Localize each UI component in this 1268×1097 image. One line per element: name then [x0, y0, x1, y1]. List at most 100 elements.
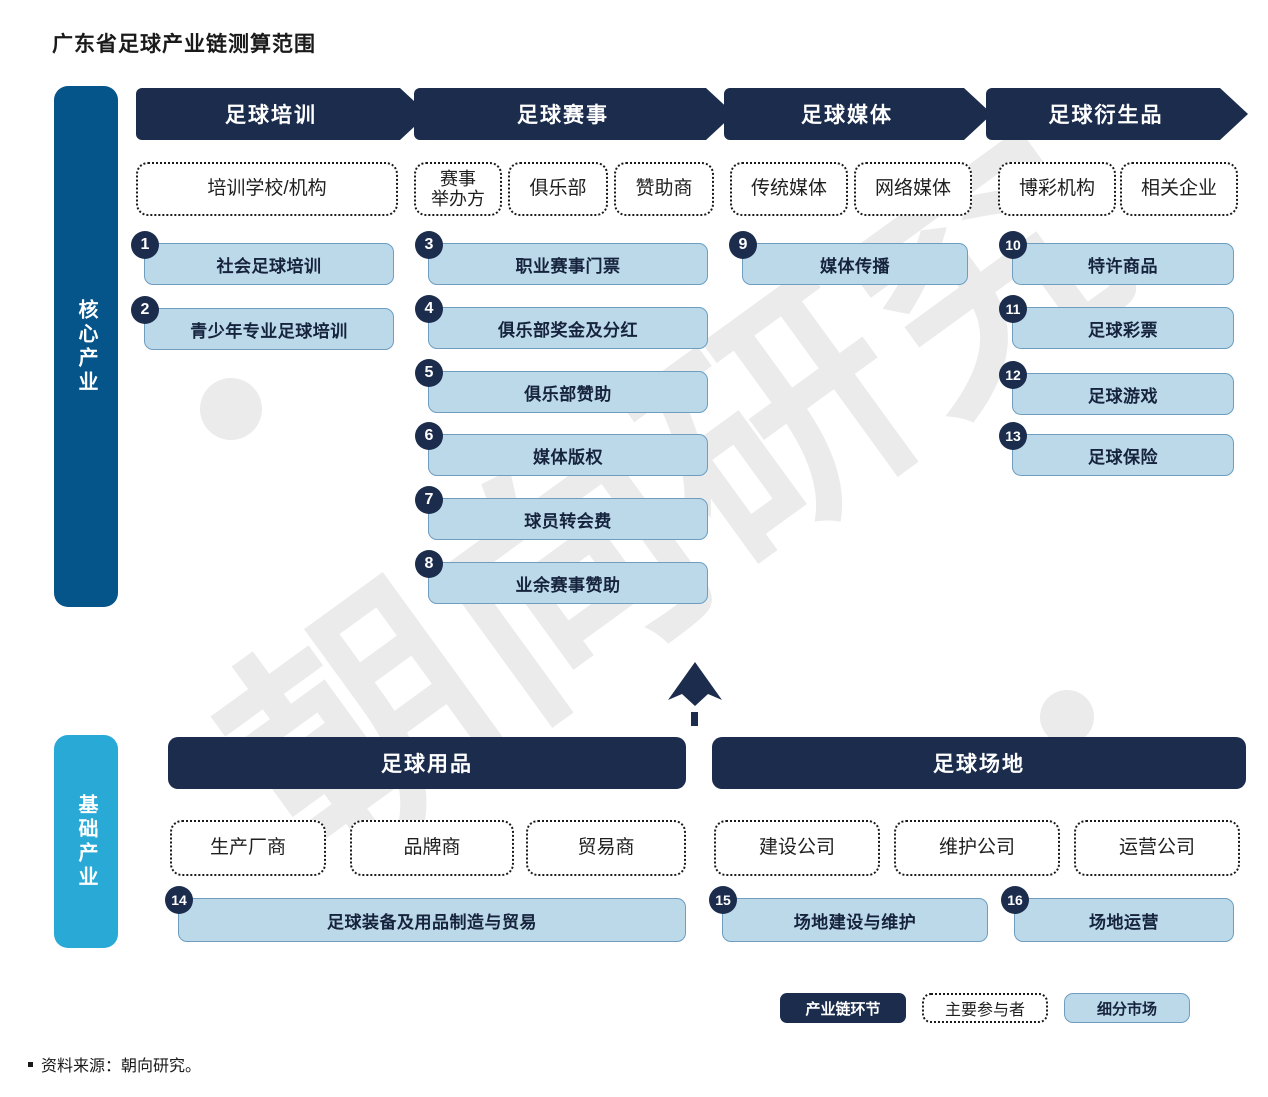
participant-training-schools[interactable]: 培训学校/机构 [136, 162, 398, 216]
submarket-label: 足球游戏 [1088, 386, 1158, 406]
rail-core-industry-label: 核心产业 [75, 298, 97, 395]
participant-label: 相关企业 [1140, 178, 1217, 200]
chain-header-label: 足球赛事 [517, 104, 609, 127]
legend-label: 产业链环节 [805, 1000, 881, 1018]
submarket-number: 12 [999, 361, 1027, 389]
participant-label-line2: 举办方 [431, 189, 485, 209]
rail-core-industry: 核心产业 [54, 86, 118, 607]
submarket-12[interactable]: 12 足球游戏 [999, 361, 1234, 415]
chain-header-label: 足球培训 [225, 104, 317, 127]
submarket-10[interactable]: 10 特许商品 [999, 231, 1234, 285]
participant-trader[interactable]: 贸易商 [526, 820, 686, 876]
participant-label: 传统媒体 [750, 178, 827, 200]
chain-header-football-media[interactable]: 足球媒体 [724, 88, 992, 140]
chain-header-label: 足球用品 [381, 753, 473, 776]
submarket-number: 16 [1001, 886, 1029, 914]
submarket-1[interactable]: 1 社会足球培训 [131, 231, 394, 285]
submarket-6[interactable]: 6 媒体版权 [415, 422, 708, 476]
submarket-2[interactable]: 2 青少年专业足球培训 [131, 296, 394, 350]
submarket-9[interactable]: 9 媒体传播 [729, 231, 968, 285]
submarket-number: 7 [415, 486, 443, 514]
participant-label: 品牌商 [403, 837, 461, 859]
participant-label: 赞助商 [635, 178, 693, 200]
chain-header-label: 足球衍生品 [1048, 104, 1164, 127]
watermark-dot [200, 378, 262, 440]
submarket-number: 3 [415, 231, 443, 259]
participant-label: 俱乐部 [529, 178, 587, 200]
submarket-3[interactable]: 3 职业赛事门票 [415, 231, 708, 285]
submarket-7[interactable]: 7 球员转会费 [415, 486, 708, 540]
submarket-label: 足球保险 [1088, 447, 1158, 467]
submarket-5[interactable]: 5 俱乐部赞助 [415, 359, 708, 413]
legend-item-main-participant[interactable]: 主要参与者 [922, 993, 1048, 1023]
submarket-number: 14 [165, 886, 193, 914]
submarket-number: 4 [415, 295, 443, 323]
legend: 产业链环节 主要参与者 细分市场 [780, 993, 1190, 1023]
submarket-number: 5 [415, 359, 443, 387]
legend-item-submarket[interactable]: 细分市场 [1064, 993, 1190, 1023]
upward-arrow-icon [668, 662, 722, 726]
submarket-11[interactable]: 11 足球彩票 [999, 295, 1234, 349]
participant-club[interactable]: 俱乐部 [508, 162, 608, 216]
participant-construction-company[interactable]: 建设公司 [714, 820, 880, 876]
submarket-4[interactable]: 4 俱乐部奖金及分红 [415, 295, 708, 349]
participant-manufacturer[interactable]: 生产厂商 [170, 820, 326, 876]
participant-brand-owner[interactable]: 品牌商 [350, 820, 514, 876]
submarket-number: 2 [131, 296, 159, 324]
submarket-label: 球员转会费 [524, 511, 612, 531]
participant-label: 网络媒体 [874, 178, 951, 200]
chain-header-label: 足球媒体 [801, 104, 893, 127]
submarket-label: 俱乐部赞助 [524, 384, 612, 404]
submarket-number: 15 [709, 886, 737, 914]
rail-base-industry-label: 基础产业 [75, 793, 97, 890]
submarket-label: 青少年专业足球培训 [190, 321, 348, 341]
submarket-15[interactable]: 15 场地建设与维护 [709, 886, 988, 942]
submarket-13[interactable]: 13 足球保险 [999, 422, 1234, 476]
participant-event-organizer[interactable]: 赛事 举办方 [414, 162, 502, 216]
submarket-number: 11 [999, 295, 1027, 323]
participant-sponsor[interactable]: 赞助商 [614, 162, 714, 216]
chain-header-football-training[interactable]: 足球培训 [136, 88, 428, 140]
submarket-number: 8 [415, 550, 443, 578]
submarket-number: 10 [999, 231, 1027, 259]
participant-lottery-institution[interactable]: 博彩机构 [998, 162, 1116, 216]
legend-item-chain-link[interactable]: 产业链环节 [780, 993, 906, 1023]
rail-base-industry: 基础产业 [54, 735, 118, 948]
participant-label: 贸易商 [577, 837, 635, 859]
participant-operation-company[interactable]: 运营公司 [1074, 820, 1240, 876]
chain-header-football-goods[interactable]: 足球用品 [168, 737, 686, 789]
submarket-number: 9 [729, 231, 757, 259]
participant-label: 培训学校/机构 [207, 178, 327, 200]
bullet-icon [28, 1061, 33, 1067]
source-footer: 资料来源：朝向研究。 [28, 1052, 201, 1076]
submarket-label: 业余赛事赞助 [515, 575, 621, 595]
chain-header-football-events[interactable]: 足球赛事 [414, 88, 734, 140]
submarket-14[interactable]: 14 足球装备及用品制造与贸易 [165, 886, 686, 942]
submarket-16[interactable]: 16 场地运营 [1001, 886, 1234, 942]
submarket-label: 足球装备及用品制造与贸易 [327, 912, 537, 932]
participant-label: 博彩机构 [1018, 178, 1095, 200]
submarket-label: 俱乐部奖金及分红 [498, 320, 638, 340]
submarket-label: 特许商品 [1088, 256, 1158, 276]
submarket-8[interactable]: 8 业余赛事赞助 [415, 550, 708, 604]
participant-related-enterprise[interactable]: 相关企业 [1120, 162, 1238, 216]
chain-header-football-derivatives[interactable]: 足球衍生品 [986, 88, 1248, 140]
participant-label-line1: 赛事 [440, 168, 476, 189]
submarket-number: 1 [131, 231, 159, 259]
participant-label: 运营公司 [1118, 837, 1195, 859]
page-title: 广东省足球产业链测算范围 [52, 33, 316, 56]
participant-traditional-media[interactable]: 传统媒体 [730, 162, 848, 216]
submarket-label: 媒体传播 [820, 256, 890, 276]
participant-online-media[interactable]: 网络媒体 [854, 162, 972, 216]
participant-label: 生产厂商 [209, 837, 286, 859]
participant-maintenance-company[interactable]: 维护公司 [894, 820, 1060, 876]
submarket-label: 场地运营 [1089, 912, 1159, 932]
submarket-number: 13 [999, 422, 1027, 450]
watermark-dot [1040, 690, 1094, 744]
legend-label: 细分市场 [1096, 1000, 1157, 1018]
chain-header-football-venues[interactable]: 足球场地 [712, 737, 1246, 789]
submarket-label: 场地建设与维护 [793, 912, 917, 932]
chain-header-label: 足球场地 [933, 753, 1025, 776]
submarket-label: 职业赛事门票 [515, 256, 621, 276]
